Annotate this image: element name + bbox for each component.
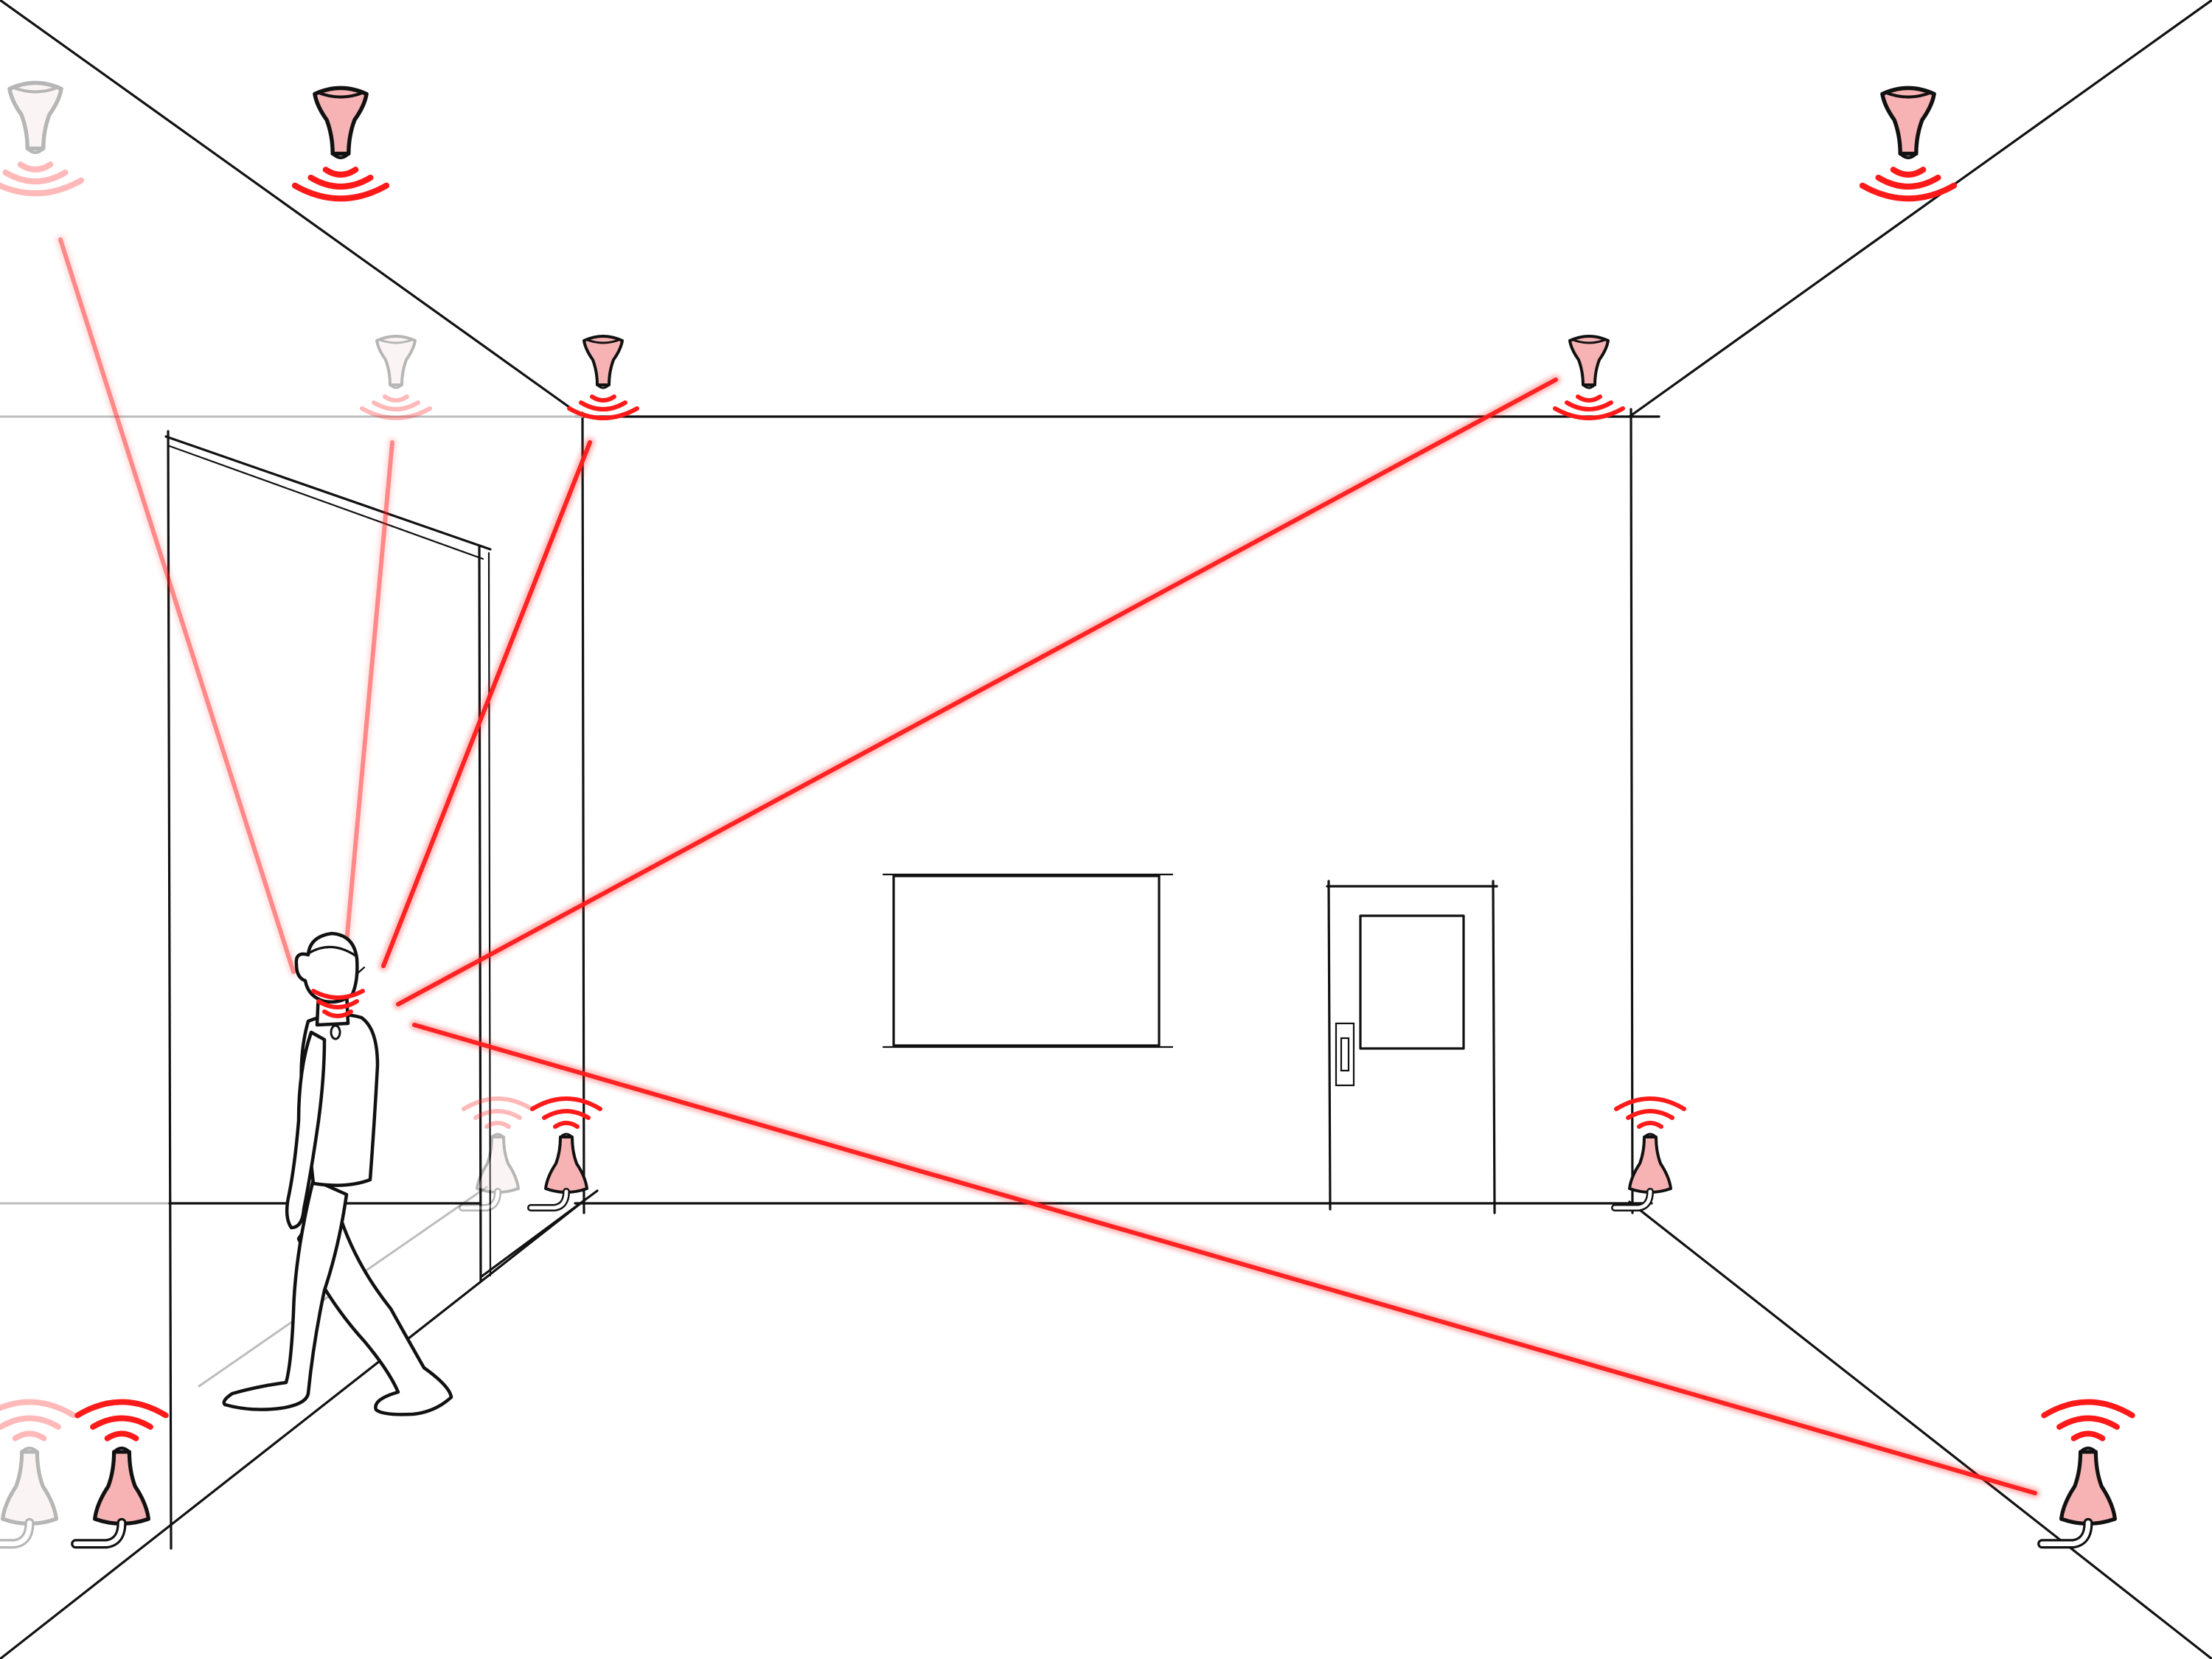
signal-ray-ceiling-left-inner-ghost (343, 440, 394, 961)
back-door (1326, 880, 1498, 1214)
signal-ray-ceiling-left-far (58, 237, 296, 974)
tag-wave-2 (316, 999, 359, 1009)
front-leg (222, 1178, 349, 1411)
tag-wave-3 (311, 989, 365, 1000)
back-wall-left (581, 411, 585, 1214)
nose (356, 966, 366, 975)
doorway-threshold (479, 1189, 599, 1279)
door-left (1327, 880, 1332, 1211)
floor-anchor-icon-floor-left-front (76, 1402, 166, 1543)
door-right (1492, 880, 1496, 1214)
doorway-right-post (478, 546, 482, 1283)
window (882, 873, 1174, 1048)
door-window (1359, 914, 1465, 1050)
window-frame (892, 874, 1161, 1047)
ceiling-anchor-icon-ceiling-right-corner (1555, 336, 1623, 418)
floor-anchor-icon-floor-right-corner (1615, 1099, 1684, 1208)
signal-ray-glow-ceiling-left-far (55, 234, 299, 977)
signal-ray-ceiling-left-corner (381, 440, 592, 968)
hair (308, 945, 357, 957)
walking-person-icon (222, 931, 453, 1416)
back-wall-right (1630, 408, 1634, 1214)
floor-anchor-icon-floor-left-corner-ghost (462, 1099, 532, 1208)
floor-right-edge (1628, 1200, 2212, 1659)
ceiling-anchor-icon-ceiling-right-far (1863, 88, 1954, 198)
doorway-top-beam (164, 435, 492, 551)
wearable-tag-icon (330, 1024, 341, 1040)
signal-ray-floor-right-front (412, 1023, 2037, 1495)
ceiling-anchor-icon-ceiling-left-corner (569, 336, 637, 418)
floor-left-edge (0, 1200, 584, 1659)
ceiling-anchor-icon-ceiling-left-inner-ghost (362, 336, 430, 418)
doorway-left-post (167, 430, 173, 1550)
signal-ray-glow-ceiling-left-inner-ghost (340, 437, 397, 964)
door-handle (1340, 1037, 1350, 1072)
doorway-top-beam-inner (168, 445, 484, 560)
anchor-layer (0, 83, 2132, 1543)
ceiling-right-edge (1628, 0, 2212, 418)
head (294, 931, 359, 1004)
doorway-frame (164, 430, 599, 1550)
ceiling-anchor-icon-ceiling-left-far (0, 83, 81, 193)
signal-rays (55, 234, 2040, 1498)
door-handle-plate (1335, 1022, 1355, 1087)
ceiling-left-edge (0, 0, 584, 418)
ceiling-anchor-icon-ceiling-left-mid (295, 88, 386, 198)
floor-anchor-icon-floor-left-front-ghost (0, 1402, 74, 1543)
tag-wave-1 (322, 1009, 353, 1018)
signal-ray-ceiling-right-corner (396, 378, 1558, 1006)
arm (285, 1030, 327, 1230)
floor-anchor-icon-floor-left-corner (531, 1099, 600, 1208)
floor-anchor-icon-floor-right-front (2042, 1402, 2132, 1543)
